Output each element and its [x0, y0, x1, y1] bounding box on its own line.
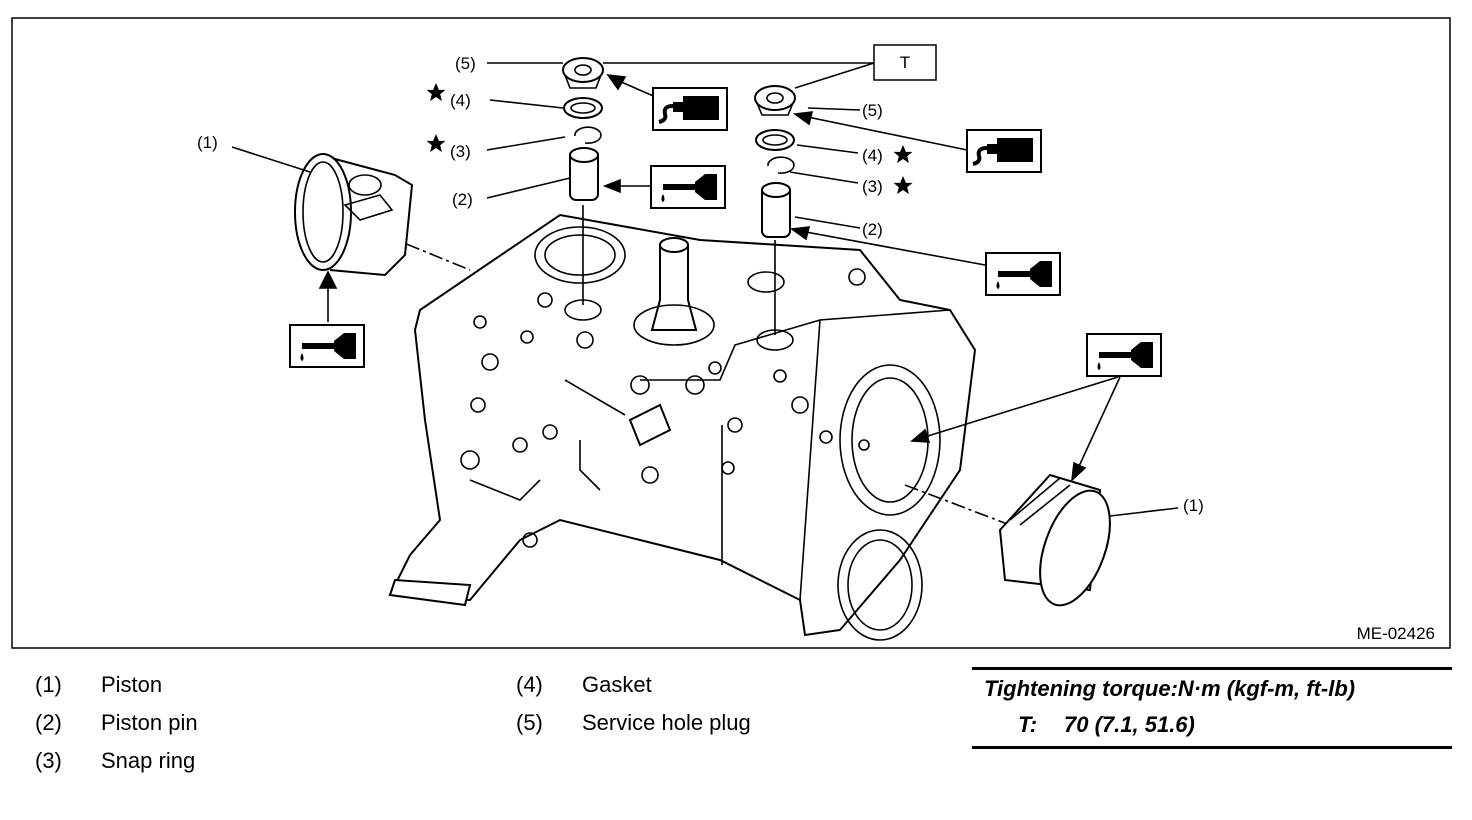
replace-star-icon — [893, 145, 913, 164]
piston-right-drawing — [998, 473, 1111, 607]
callout-snap-left: (3) — [450, 142, 471, 161]
legend-row: (2) Piston pin — [35, 710, 198, 736]
sealant-icon — [651, 86, 729, 132]
legend-label: Snap ring — [101, 748, 196, 773]
torque-title: Tightening torque:N·m (kgf-m, ft-lb) — [984, 676, 1356, 701]
legend-row: (5) Service hole plug — [516, 710, 751, 736]
callout-gasket-left: (4) — [450, 91, 471, 110]
replace-star-icon — [426, 134, 446, 153]
diagram-frame — [11, 17, 1451, 649]
callout-pin-left: (2) — [452, 190, 473, 209]
legend-num: (5) — [516, 710, 543, 735]
exploded-diagram: T (5) (4) (3) (2) (1) (5) (4) (3) (2) (1… — [11, 17, 1451, 649]
piston-left-drawing — [294, 153, 414, 277]
callout-gasket-right: (4) — [862, 146, 883, 165]
callout-snap-right: (3) — [862, 177, 883, 196]
torque-key: T: — [1018, 712, 1038, 737]
callout-plug-right: (5) — [862, 101, 883, 120]
legend-row: (1) Piston — [35, 672, 198, 698]
torque-box — [873, 44, 937, 81]
torque-box-label: T — [900, 53, 910, 72]
torque-line: T: 70 (7.1, 51.6) — [1018, 712, 1195, 738]
legend-row: (4) Gasket — [516, 672, 751, 698]
legend-label: Gasket — [582, 672, 652, 697]
callout-plug-left: (5) — [455, 54, 476, 73]
leader-lines — [231, 62, 1179, 517]
legend-label: Piston pin — [101, 710, 198, 735]
oil-icon — [985, 252, 1061, 296]
legend-num: (3) — [35, 748, 62, 773]
replace-star-icon — [893, 176, 913, 195]
cylinder-block-drawing — [388, 213, 977, 641]
torque-spec: Tightening torque:N·m (kgf-m, ft-lb) T: … — [972, 667, 1452, 749]
legend-num: (1) — [35, 672, 62, 697]
callout-piston-left: (1) — [197, 133, 218, 152]
legend-num: (4) — [516, 672, 543, 697]
legend-num: (2) — [35, 710, 62, 735]
callout-piston-right: (1) — [1183, 496, 1204, 515]
oil-icon — [650, 165, 726, 209]
parts-legend-left: (1) Piston (2) Piston pin (3) Snap ring — [35, 672, 198, 786]
legend-label: Service hole plug — [582, 710, 751, 735]
oil-icon — [289, 324, 365, 368]
legend-label: Piston — [101, 672, 163, 697]
legend-row: (3) Snap ring — [35, 748, 198, 774]
parts-legend-right: (4) Gasket (5) Service hole plug — [516, 672, 751, 748]
oil-icon — [1086, 333, 1162, 377]
diagram-code: ME-02426 — [1357, 624, 1435, 643]
right-parts-drawing — [754, 85, 796, 238]
torque-value: 70 (7.1, 51.6) — [1064, 712, 1195, 737]
replace-star-icon — [426, 83, 446, 102]
left-parts-drawing — [562, 57, 604, 201]
callout-pin-right: (2) — [862, 220, 883, 239]
sealant-icon — [965, 128, 1043, 174]
